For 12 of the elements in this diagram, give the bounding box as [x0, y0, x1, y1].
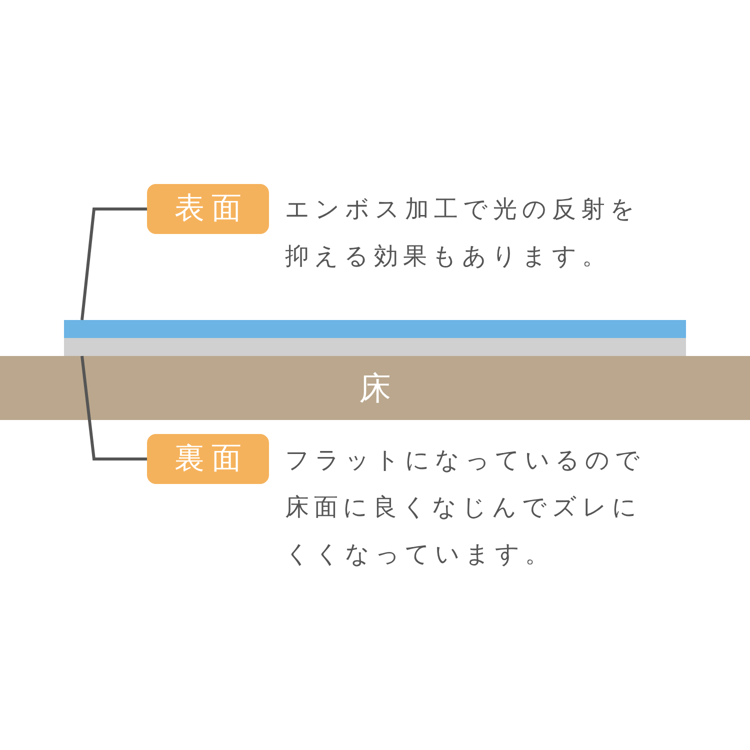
description-text: エンボス加工で光の反射を抑える効果もあります。 — [285, 195, 641, 272]
mat-top-layer — [64, 320, 686, 338]
label-tag — [147, 434, 269, 484]
floor-band — [0, 356, 750, 420]
back-side-label: 裏面 — [174, 444, 248, 474]
description-text: フラットになっているので床面に良くなじんでズレにくくなっています。 — [285, 446, 646, 570]
floor-label: 床 — [359, 372, 391, 404]
leader-line — [80, 208, 147, 320]
front-side-label: 表面 — [174, 194, 248, 224]
label-tag — [147, 184, 269, 234]
leader-line — [80, 356, 147, 460]
mat-bottom-layer — [64, 338, 686, 356]
